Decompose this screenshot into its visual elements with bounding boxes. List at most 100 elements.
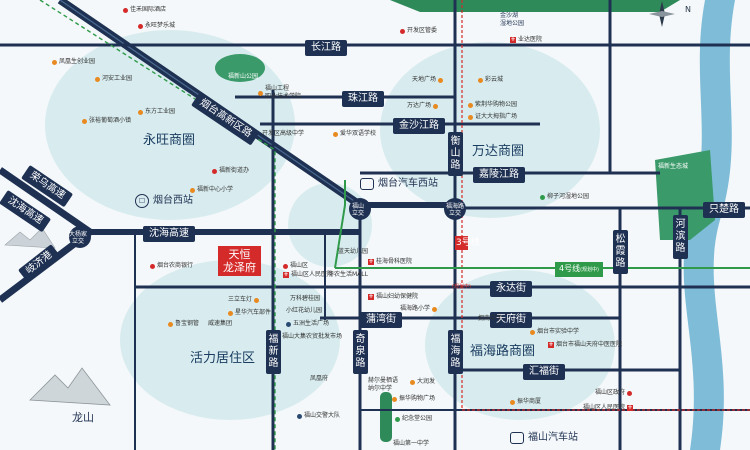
poi-jinian-name: 纪念堂公园 <box>402 415 433 422</box>
project-name-line2: 龙泽府 <box>223 261 256 274</box>
mall-icon <box>468 102 473 108</box>
poi-fushan-renmin[interactable]: 福山区人民医院+ <box>583 404 635 412</box>
poi-fenghuang[interactable]: 凤凰府 <box>310 375 328 383</box>
poi-zhenhua-shang[interactable]: 振华商厦 <box>510 398 541 406</box>
poi-nongshang[interactable]: 烟台农商银行 <box>150 262 193 270</box>
poi-wufeng-name: 五洲生活广场 <box>293 320 330 327</box>
poi-kaifa-gaozhong-name: 开发区高级中学 <box>262 130 305 137</box>
poi-yeshi-hospital[interactable]: +业达医院 <box>510 36 542 44</box>
government-icon <box>627 390 633 396</box>
poi-wufeng[interactable]: 五洲生活广场 <box>286 320 329 328</box>
poi-xiaohonghua[interactable]: 小红花幼儿园 <box>286 307 322 315</box>
station-fushan-qiche[interactable]: 福山汽车站 <box>510 432 578 444</box>
poi-lantian[interactable]: 蓝天幼儿园 <box>338 248 368 256</box>
poi-zijing[interactable]: 紫荆华购物公园 <box>468 101 517 109</box>
mall-icon <box>438 77 444 83</box>
compass-rose <box>649 1 675 27</box>
poi-kaifa-gaozhong[interactable]: 开发区高级中学 <box>262 130 304 138</box>
poi-dongfang-gy[interactable]: 东方工业园 <box>138 108 175 116</box>
poi-dongfang-gy-name: 东方工业园 <box>145 108 176 115</box>
poi-fushan-dier-name: 福山第一中学 <box>393 440 430 447</box>
poi-wanda[interactable]: 万达广场 <box>407 102 440 110</box>
poi-wanke[interactable]: 万科碧桂园 <box>290 295 320 303</box>
poi-sanli[interactable]: 三立车灯 <box>228 296 261 304</box>
hospital-icon: + <box>510 36 516 43</box>
poi-fushan-zhongyi[interactable]: +烟台市福山天府中医医院 <box>548 341 622 349</box>
poi-fuxin-tong[interactable]: 福新街道办 <box>212 167 249 175</box>
poi-zhangyu-name: 张裕葡萄酒小镇 <box>89 117 132 124</box>
poi-daying[interactable]: 拥南中学 <box>478 315 502 323</box>
hotel-icon <box>123 7 128 13</box>
poi-tiandi[interactable]: 天地广场 <box>412 76 445 84</box>
poi-fushan-dashi[interactable]: 福山大集农贸批发市场 <box>282 333 342 341</box>
station-yantaixi-name: 烟台西站 <box>153 195 193 206</box>
poi-aihua[interactable]: 爱华双语学校 <box>333 130 376 138</box>
poi-jinian[interactable]: 纪念堂公园 <box>395 415 432 423</box>
poi-luhua-name: 鲁宝钢管 <box>175 320 200 327</box>
industry-icon <box>95 76 100 82</box>
poi-huaxia-shenghuo[interactable]: 华农生活MALL <box>328 271 368 279</box>
poi-zhengda[interactable]: 证大大拇指广场 <box>468 113 517 121</box>
metro-line4-note: (规划中) <box>580 267 599 273</box>
poi-fuxin-mall[interactable]: 福新生态城 <box>658 163 688 171</box>
poi-jiaxing[interactable]: 星华汽车部件 <box>228 309 271 317</box>
poi-fushan-park[interactable]: 福新山公园 <box>228 73 259 80</box>
place-longshan: 龙山 <box>72 411 94 424</box>
poi-zhenhua[interactable]: 振华购物广场 <box>392 395 435 403</box>
poi-taiping[interactable]: +福山区人民医院 <box>283 271 333 279</box>
poi-yantai-shiyan[interactable]: 烟台市实验中学 <box>530 328 579 336</box>
poi-zhangyu[interactable]: 张裕葡萄酒小镇 <box>82 117 131 125</box>
poi-caiyun[interactable]: 彩云城 <box>478 76 503 84</box>
poi-fushan-jiaojing[interactable]: 福山交警大队 <box>297 412 340 420</box>
industry-icon <box>168 321 173 327</box>
project-marker[interactable]: 天恒 龙泽府 <box>218 246 261 276</box>
station-qiche-xi[interactable]: 烟台汽车西站 <box>360 178 438 190</box>
poi-zhenhua-shang-name: 振华商厦 <box>517 398 542 405</box>
compass-label: N <box>685 5 691 14</box>
poi-fuhailu-xiao[interactable]: 福海路小学 <box>400 305 439 313</box>
poi-zhenhua-name: 振华购物广场 <box>399 395 436 402</box>
poi-fushan-gongcheng[interactable]: 福山工程 职业技术学院 <box>258 85 301 101</box>
poi-zijing-name: 紫荆华购物公园 <box>475 101 518 108</box>
poi-fuxin-school-name: 福新中心小学 <box>197 186 234 193</box>
station-yantaixi[interactable]: ☐ 烟台西站 <box>135 194 193 208</box>
poi-jiayi[interactable]: 佳禾国际酒店 <box>123 6 166 14</box>
road-label-qiquan: 奇泉路 <box>353 330 368 374</box>
poi-fuxin-school[interactable]: 福新中心小学 <box>190 186 233 194</box>
mall-icon <box>410 379 415 385</box>
poi-duoer-huan[interactable]: 赫尔曼栖语 纳尔中学 <box>368 377 398 393</box>
mountain-longshan <box>29 367 111 406</box>
poi-hong-gy-name: 河安工业园 <box>102 75 133 82</box>
interchange-dashan-circle <box>69 226 91 248</box>
poi-fushan-zhengfu[interactable]: 福山区政府 <box>595 389 634 397</box>
poi-liuzi[interactable]: 柳子河湿地公园 <box>540 193 589 201</box>
poi-guihai[interactable]: +桂海骨科医院 <box>368 258 412 266</box>
mall-icon <box>478 77 483 83</box>
road-label-changjiang: 长江路 <box>305 40 347 56</box>
poi-fushan-qu[interactable]: 福山区 <box>283 262 308 270</box>
poi-puwan-hospital[interactable]: +福山妇幼保健院 <box>368 293 418 301</box>
poi-dahui[interactable]: 大润发 <box>410 378 435 386</box>
police-icon <box>297 413 302 419</box>
poi-jinsha-hu[interactable]: 金沙湖 湿地公园 <box>500 12 525 27</box>
district-fuhai: 福海路商圈 <box>470 344 536 359</box>
poi-yongwang-le[interactable]: 永旺梦乐城 <box>138 22 175 30</box>
poi-wanke-name: 万科碧桂园 <box>290 295 321 302</box>
poi-hong-gy[interactable]: 河安工业园 <box>95 75 132 83</box>
road-label-fuxin: 福新路 <box>266 330 281 374</box>
road-label-jialing: 嘉陵江路 <box>473 167 525 183</box>
poi-luhua[interactable]: 鲁宝钢管 <box>168 320 199 328</box>
road-label-songxia: 松霞路 <box>613 230 628 274</box>
district-yongwang: 永旺商圈 <box>143 133 196 148</box>
poi-fushan-qu-name: 福山区 <box>290 262 309 269</box>
poi-kaifa-gy[interactable]: 开发区管委 <box>400 27 437 35</box>
poi-weishen[interactable]: 威速集团 <box>208 320 232 328</box>
school-icon <box>258 90 263 96</box>
poi-rdt[interactable]: 凤凰生创业园 <box>52 58 95 66</box>
poi-fenghuang-name: 凤凰府 <box>310 375 329 382</box>
poi-fushan-dier[interactable]: 福山第一中学 <box>393 440 429 448</box>
interchange-fushan-label: 福山 立交 <box>352 203 365 217</box>
road-label-yongda: 永达街 <box>490 281 532 297</box>
poi-zhengda-name: 证大大拇指广场 <box>475 113 518 120</box>
